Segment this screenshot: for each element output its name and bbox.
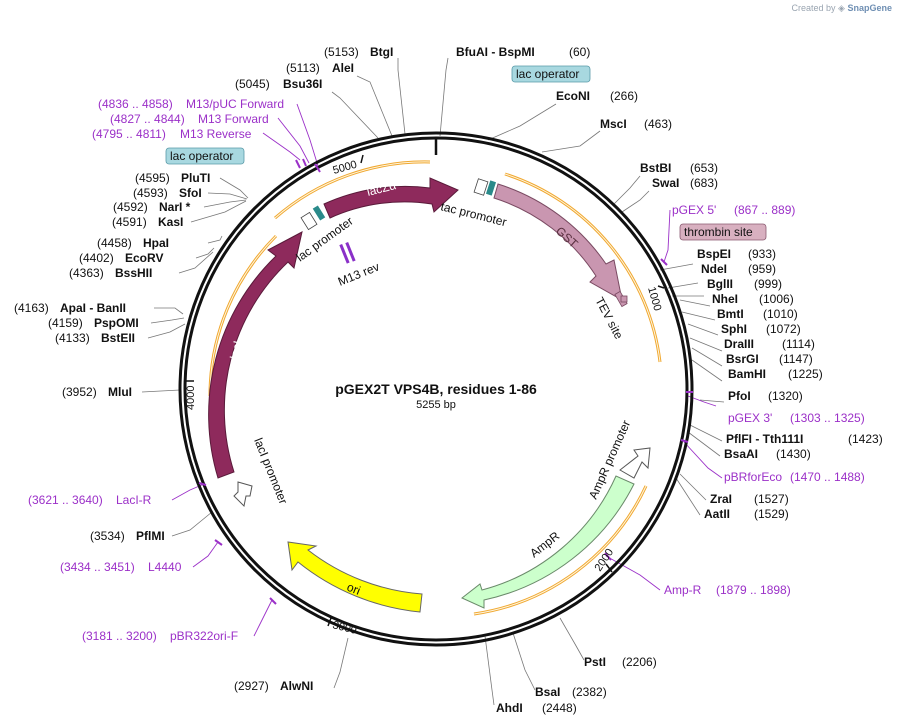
site-bsrgi[interactable]: BsrGI(1147) (726, 352, 813, 366)
primer-pgex-3[interactable]: pGEX 3'(1303 .. 1325) (728, 411, 865, 425)
site-sphi[interactable]: SphI(1072) (721, 322, 801, 336)
site-bamhi[interactable]: BamHI(1225) (728, 367, 823, 381)
ori-label: ori (345, 580, 363, 598)
site-pluti[interactable]: (4595)PluTI (135, 171, 210, 185)
site-msci[interactable]: MscI(463) (600, 117, 672, 131)
site-bsteii[interactable]: (4133)BstEII (55, 331, 135, 345)
primer-pbrforeco[interactable]: pBRforEco(1470 .. 1488) (724, 470, 865, 484)
site-bglii[interactable]: BglII(999) (707, 277, 782, 291)
lac-operator-left-label: lac operator (170, 149, 233, 163)
plasmid-name: pGEX2T VPS4B, residues 1-86 (335, 381, 537, 397)
snapgene-logo-icon: ◈ (838, 3, 845, 13)
site-bsaai[interactable]: BsaAI(1430) (724, 447, 811, 461)
site-zrai[interactable]: ZraI(1527) (710, 492, 789, 506)
primer-m13-forward[interactable]: (4827 .. 4844)M13 Forward (110, 112, 269, 126)
thrombin-site-mark[interactable] (620, 295, 628, 303)
site-aatii[interactable]: AatII(1529) (704, 507, 789, 521)
site-ecorv[interactable]: (4402)EcoRV (79, 251, 163, 265)
brand-name: SnapGene (847, 3, 892, 13)
primer-amp-r[interactable]: Amp-R(1879 .. 1898) (664, 583, 791, 597)
lac-promoter-mark[interactable] (300, 211, 318, 231)
lac-operator-mark-top[interactable] (485, 180, 497, 196)
site-pspomi[interactable]: (4159)PspOMI (48, 316, 139, 330)
site-bfuai-bspmi[interactable]: BfuAI - BspMI(60) (456, 45, 590, 59)
site-pflfi-tth111i[interactable]: PflFI - Tth111I(1423) (726, 432, 883, 446)
site-kasi[interactable]: (4591)KasI (112, 215, 183, 229)
ampr-arrow[interactable] (461, 475, 635, 609)
plasmid-length: 5255 bp (416, 399, 456, 411)
backbone-outer (178, 131, 694, 647)
lacza-arrow[interactable] (323, 177, 459, 219)
primer-connector-lines (171, 103, 723, 637)
site-pflmi[interactable]: (3534)PflMI (90, 529, 165, 543)
thrombin-site-box (679, 223, 767, 241)
primer-l4440[interactable]: (3434 .. 3451)L4440 (60, 560, 182, 574)
gst-arrow[interactable] (493, 183, 623, 301)
site-psti[interactable]: PstI(2206) (584, 655, 657, 669)
tick-4000: 4000 (185, 386, 197, 410)
primer-m13-reverse[interactable]: (4795 .. 4811)M13 Reverse (92, 127, 252, 141)
site-ndei[interactable]: NdeI(959) (701, 262, 776, 276)
tac-promoter-mark[interactable] (473, 178, 489, 196)
tick-3000: 3000 (331, 619, 358, 637)
primer-pgex-5[interactable]: pGEX 5'(867 .. 889) (672, 203, 795, 217)
brand-prefix: Created by (791, 3, 836, 13)
laci-label: lacI (227, 339, 245, 360)
lac-operator-top-label: lac operator (516, 67, 579, 81)
laci-arrow[interactable] (208, 231, 303, 479)
site-bsai[interactable]: BsaI(2382) (535, 685, 607, 699)
site-bsshii[interactable]: (4363)BssHII (69, 266, 152, 280)
site-alei[interactable]: (5113)AleI (286, 61, 354, 75)
site-econi[interactable]: EcoNI(266) (556, 89, 638, 103)
brand: Created by ◈ SnapGene (792, 3, 893, 14)
primer-m13-puc-forward[interactable]: (4836 .. 4858)M13/pUC Forward (98, 97, 284, 111)
lac-operator-box-top (511, 65, 591, 83)
primer-marks (198, 158, 693, 605)
laci-promoter-label: lacI promoter (251, 436, 290, 506)
primer-pbr322ori-f[interactable]: (3181 .. 3200)pBR322ori-F (82, 629, 238, 643)
primer-laci-r[interactable]: (3621 .. 3640)LacI-R (28, 493, 152, 507)
thrombin-site-label: thrombin site (684, 225, 753, 239)
ori-arrow[interactable] (287, 541, 423, 613)
site-bsu36i[interactable]: (5045)Bsu36I (235, 77, 322, 91)
site-hpai[interactable]: (4458)HpaI (97, 236, 169, 250)
site-bmti[interactable]: BmtI(1010) (717, 307, 798, 321)
m13-rev-mark-2[interactable] (345, 241, 356, 262)
site-mlui[interactable]: (3952)MluI (62, 385, 132, 399)
site-swai[interactable]: SwaI(683) (652, 176, 718, 190)
site-alwni[interactable]: (2927)AlwNI (234, 679, 313, 693)
m13-rev-mark-1[interactable] (339, 243, 350, 264)
site-pfoi[interactable]: PfoI(1320) (728, 389, 803, 403)
site-bspei[interactable]: BspEI(933) (697, 247, 776, 261)
lac-operator-box-left (165, 147, 245, 165)
laci-promoter-arrow[interactable] (233, 481, 253, 508)
tac-promoter-label: tac promoter (439, 199, 508, 229)
site-ahdi[interactable]: AhdI(2448) (496, 701, 577, 715)
site-apai-banii[interactable]: (4163)ApaI - BanII (14, 301, 126, 315)
site-bstbi[interactable]: BstBI(653) (640, 161, 718, 175)
site-nari[interactable]: (4592)NarI * (113, 200, 191, 214)
scale-ticks (186, 154, 665, 627)
site-nhei[interactable]: NheI(1006) (712, 292, 794, 306)
lacza-label: lacZα (365, 178, 397, 199)
site-connector-lines (141, 57, 725, 706)
orf-tracks-inner (209, 161, 661, 615)
site-draiii[interactable]: DraIII(1114) (724, 337, 815, 351)
m13-rev-label: M13 rev (336, 260, 381, 289)
lac-operator-mark-left[interactable] (312, 205, 326, 221)
site-btgi[interactable]: (5153)BtgI (324, 45, 393, 59)
ampr-promoter-arrow[interactable] (619, 447, 651, 479)
site-sfoi[interactable]: (4593)SfoI (133, 186, 202, 200)
